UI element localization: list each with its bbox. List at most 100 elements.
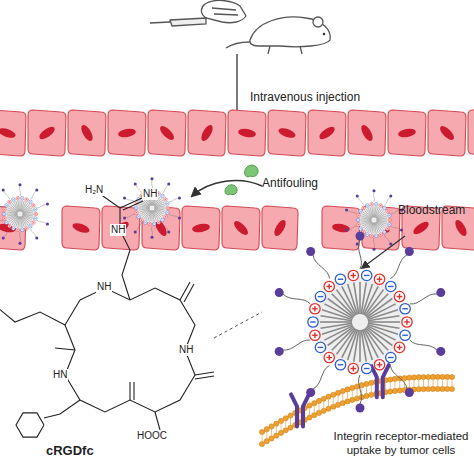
lipid-head <box>312 413 317 418</box>
carbonyl <box>180 282 190 300</box>
lipid-head <box>335 402 340 407</box>
lipid-head <box>430 386 435 391</box>
lipid-head <box>435 386 440 391</box>
lipid-tail <box>437 379 438 386</box>
atom-label: HN <box>52 369 68 381</box>
lipid-head <box>426 386 431 391</box>
cell-nucleus <box>191 222 210 233</box>
endothelial-cell <box>0 110 26 156</box>
lipid-tail <box>433 379 434 386</box>
lipid-head <box>445 374 450 379</box>
lipid-tail <box>309 408 310 415</box>
lipid-tail <box>423 380 424 387</box>
lipid-head <box>278 418 283 423</box>
cell-nucleus <box>79 123 95 143</box>
integrin-subunit <box>291 394 309 426</box>
carbonyl <box>184 284 194 302</box>
cell-nucleus <box>158 124 176 142</box>
lipid-tail <box>399 381 400 388</box>
lipid-tail <box>290 418 291 425</box>
cell-nucleus <box>453 218 469 238</box>
nanoparticle <box>123 177 181 239</box>
annotation-text: Intravenous injection <box>250 90 360 104</box>
lipid-tail <box>323 401 324 408</box>
crgdfc-structure <box>0 194 214 437</box>
lipid-head <box>264 439 269 444</box>
phenyl-link <box>44 400 80 418</box>
lipid-tail <box>271 429 272 436</box>
lipid-head <box>364 393 369 398</box>
lipid-head <box>288 413 293 418</box>
lipid-head <box>416 375 421 380</box>
lipid-head <box>283 416 288 421</box>
lipid-tail <box>452 380 453 387</box>
endothelial-cell <box>182 206 220 250</box>
phenyl-ring <box>16 413 44 437</box>
lipid-tail <box>300 413 301 420</box>
endothelial-cell <box>62 206 100 250</box>
lipid-head <box>416 387 421 392</box>
lipid-head <box>278 430 283 435</box>
blood-vessel-cells <box>0 110 474 250</box>
lipid-tail <box>428 379 429 386</box>
guanidine <box>123 201 143 210</box>
integrin-receptor <box>291 394 309 426</box>
lipid-head <box>350 397 355 402</box>
lipid-head <box>445 386 450 391</box>
endothelial-cell <box>308 110 346 156</box>
lipid-head <box>392 376 397 381</box>
endothelial-cell <box>28 110 66 156</box>
lipid-tail <box>366 386 367 393</box>
atom-label: NH <box>178 344 194 356</box>
carbonyl <box>133 382 134 400</box>
lipid-head <box>421 374 426 379</box>
cell-nucleus <box>237 127 256 138</box>
endothelial-cell <box>222 206 260 250</box>
lipid-head <box>440 374 445 379</box>
lipid-head <box>259 429 264 434</box>
lipid-head <box>312 401 317 406</box>
nanoparticle <box>0 183 49 245</box>
lipid-head <box>259 441 264 446</box>
lipid-head <box>307 403 312 408</box>
nanoparticle-detail <box>275 232 446 413</box>
lipid-head <box>335 390 340 395</box>
lipid-tail <box>266 432 267 439</box>
lipid-head <box>364 381 369 386</box>
annotation-text: cRGDfc <box>46 443 94 459</box>
endothelial-cell <box>268 110 306 156</box>
atom-label: H₂N <box>84 184 104 196</box>
serum-proteins <box>225 165 258 195</box>
cell-nucleus <box>37 125 56 142</box>
atom-label: NH <box>142 188 158 200</box>
lipid-tail <box>276 426 277 433</box>
cell-nucleus <box>397 127 416 138</box>
lipid-head <box>283 428 288 433</box>
lipid-head <box>369 380 374 385</box>
lipid-head <box>269 436 274 441</box>
lipid-tail <box>395 381 396 388</box>
lipid-head <box>345 387 350 392</box>
bloodstream-arrow <box>362 236 405 268</box>
lipid-tail <box>314 406 315 413</box>
endothelial-cell <box>228 110 266 156</box>
lipid-head <box>354 396 359 401</box>
endothelial-cell <box>148 110 186 156</box>
lipid-head <box>288 425 293 430</box>
lipid-head <box>307 415 312 420</box>
lipid-head <box>264 427 269 432</box>
endothelial-cell <box>388 110 426 156</box>
lipid-tail <box>262 435 263 442</box>
cell-nucleus <box>277 126 297 140</box>
annotation-text: Integrin receptor-mediated uptake by tum… <box>328 430 474 458</box>
cell-nucleus <box>71 221 91 235</box>
cell-nucleus <box>272 218 288 238</box>
lipid-head <box>321 408 326 413</box>
lipid-head <box>388 377 393 382</box>
cell-nucleus <box>411 220 430 237</box>
lipid-head <box>426 374 431 379</box>
cell-nucleus <box>232 219 250 237</box>
cell-nucleus <box>317 125 336 142</box>
